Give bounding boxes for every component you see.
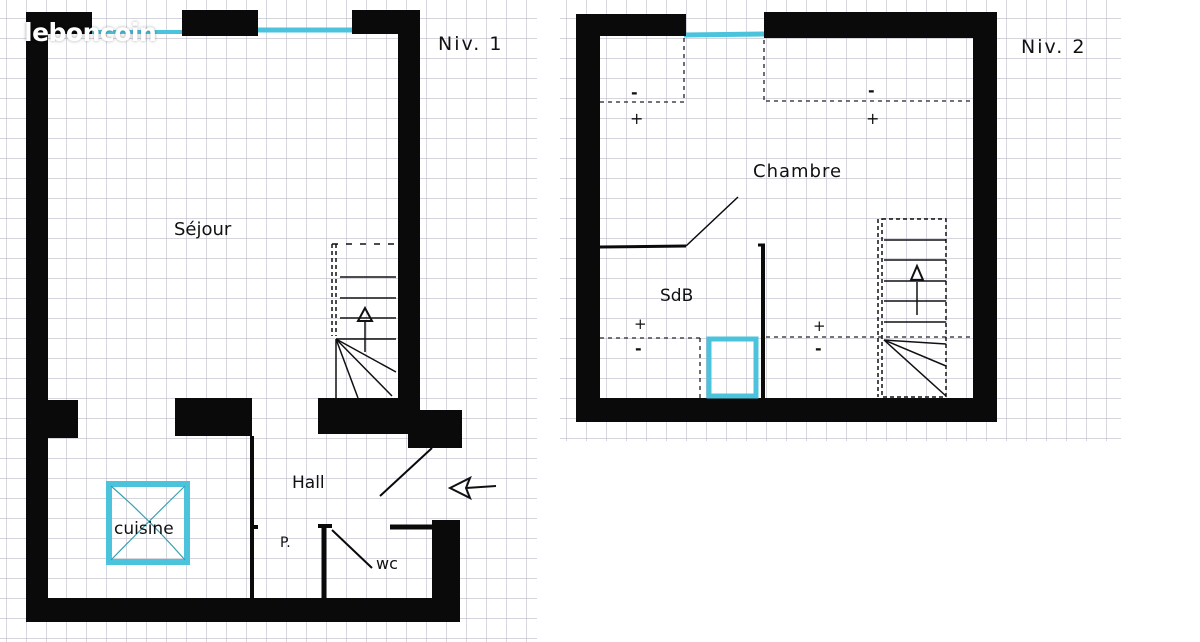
room-label-cuisine: cuisine [114, 519, 174, 539]
plus-sign: + [634, 315, 647, 333]
grid-sheet-level2 [560, 0, 1121, 441]
level2-title: Niv. 2 [1021, 36, 1086, 58]
minus-sign: - [815, 339, 822, 358]
level1-title: Niv. 1 [438, 33, 503, 55]
skylight-cuisine [106, 481, 190, 565]
stair-arrow-up-icon [356, 305, 374, 322]
room-label-chambre: Chambre [753, 161, 842, 182]
room-label-hall: Hall [292, 473, 325, 493]
entry-arrow-icon [447, 475, 497, 501]
window-top-level2 [683, 31, 767, 38]
staircase-level2 [877, 218, 947, 398]
room-label-sejour: Séjour [174, 219, 232, 240]
minus-sign: - [631, 83, 638, 102]
room-label-wc: wc [376, 554, 398, 573]
walls-level2 [576, 12, 997, 422]
door-swing-chambre [685, 196, 739, 247]
room-label-placard: P. [280, 535, 291, 551]
slope-annotations: - + - + + - + - [630, 81, 879, 358]
minus-sign: - [635, 339, 642, 358]
door-swing-hall [379, 447, 433, 497]
level-2-plan: - + - + + - + - Niv. 2 Chamb [576, 12, 1086, 422]
stair-arrow-up-icon [909, 263, 925, 281]
interior-lines-level1 [250, 436, 434, 598]
door-swing-wc [331, 529, 373, 569]
plus-sign: + [630, 109, 643, 128]
walls-level1 [26, 10, 462, 622]
plus-sign: + [866, 109, 879, 128]
level-1-plan: Niv. 1 Séjour cuisine Hall P. wc [26, 10, 503, 622]
plus-sign: + [813, 317, 826, 335]
room-label-sdb: SdB [660, 286, 693, 306]
skylight-sdb [706, 336, 759, 399]
watermark-logo: leboncoin [24, 18, 157, 47]
interior-lines-level2 [599, 196, 765, 398]
staircase-level1 [331, 243, 397, 399]
minus-sign: - [868, 81, 875, 100]
